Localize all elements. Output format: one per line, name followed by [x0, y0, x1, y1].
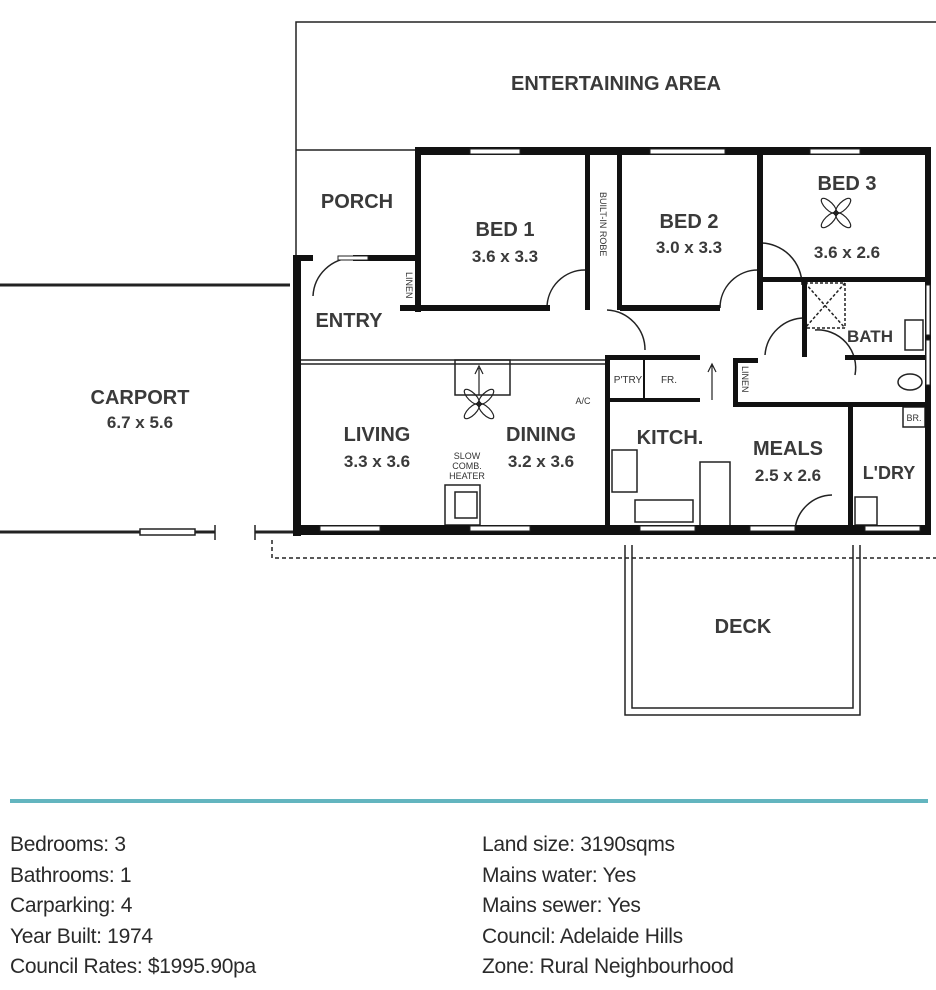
- ceiling-fan-icons: [463, 197, 852, 420]
- divider-rule: [10, 799, 928, 803]
- pantry-label: P'TRY: [614, 375, 643, 386]
- detail-mains-water: Mains water: Yes: [482, 863, 636, 887]
- room-label-deck: DECK: [715, 616, 772, 638]
- room-label-laundry: L'DRY: [863, 463, 916, 483]
- room-label-bed2: BED 2: [660, 211, 719, 233]
- room-size-bed2: 3.0 x 3.3: [656, 238, 722, 257]
- detail-bedrooms: Bedrooms: 3: [10, 833, 126, 856]
- room-label-linen: LINEN: [740, 366, 750, 393]
- detail-year-built: Year Built: 1974: [10, 924, 153, 948]
- room-size-living: 3.3 x 3.6: [344, 452, 410, 471]
- room-label-meals: MEALS: [753, 438, 823, 460]
- property-details-left: Bedrooms: 3 Bathrooms: 1 Carparking: 4 Y…: [10, 830, 256, 983]
- room-label-dining: DINING: [506, 424, 576, 446]
- room-label-linen: LINEN: [404, 272, 414, 299]
- detail-council-rates: Council Rates: $1995.90pa: [10, 955, 256, 978]
- room-label-entry: ENTRY: [315, 310, 383, 332]
- room-size-meals: 2.5 x 2.6: [755, 466, 821, 485]
- heater-label: SLOW: [454, 451, 481, 461]
- ac-label: A/C: [575, 396, 591, 406]
- detail-mains-sewer: Mains sewer: Yes: [482, 894, 641, 917]
- room-size-bed3: 3.6 x 2.6: [814, 243, 880, 262]
- detail-zone: Zone: Rural Neighbourhood: [482, 955, 734, 978]
- room-label-bath: BATH: [847, 327, 893, 346]
- room-label-entertaining: ENTERTAINING AREA: [511, 73, 721, 95]
- room-size-bed1: 3.6 x 3.3: [472, 247, 538, 266]
- room-size-carport: 6.7 x 5.6: [107, 413, 173, 432]
- detail-bathrooms: Bathrooms: 1: [10, 863, 132, 887]
- heater-label: COMB.: [452, 461, 482, 471]
- room-label-living: LIVING: [344, 424, 411, 446]
- room-label-robe: BUILT-IN ROBE: [598, 192, 608, 256]
- fridge-label: FR.: [661, 375, 677, 386]
- room-label-bed3: BED 3: [818, 173, 877, 195]
- detail-council: Council: Adelaide Hills: [482, 924, 683, 948]
- room-label-bed1: BED 1: [476, 219, 535, 241]
- heater-label: HEATER: [449, 471, 485, 481]
- windows: [319, 148, 931, 532]
- room-label-kitchen: KITCH.: [637, 427, 704, 449]
- room-label-porch: PORCH: [321, 191, 393, 213]
- thin-lines: [0, 21, 936, 716]
- floor-plan: ENTERTAINING AREA PORCH BED 1 3.6 x 3.3 …: [0, 21, 936, 716]
- room-size-dining: 3.2 x 3.6: [508, 452, 574, 471]
- broom-label: BR.: [906, 413, 921, 423]
- detail-land-size: Land size: 3190sqms: [482, 833, 675, 856]
- detail-carparking: Carparking: 4: [10, 894, 133, 917]
- property-details-right: Land size: 3190sqms Mains water: Yes Mai…: [482, 830, 734, 983]
- room-label-carport: CARPORT: [91, 387, 190, 409]
